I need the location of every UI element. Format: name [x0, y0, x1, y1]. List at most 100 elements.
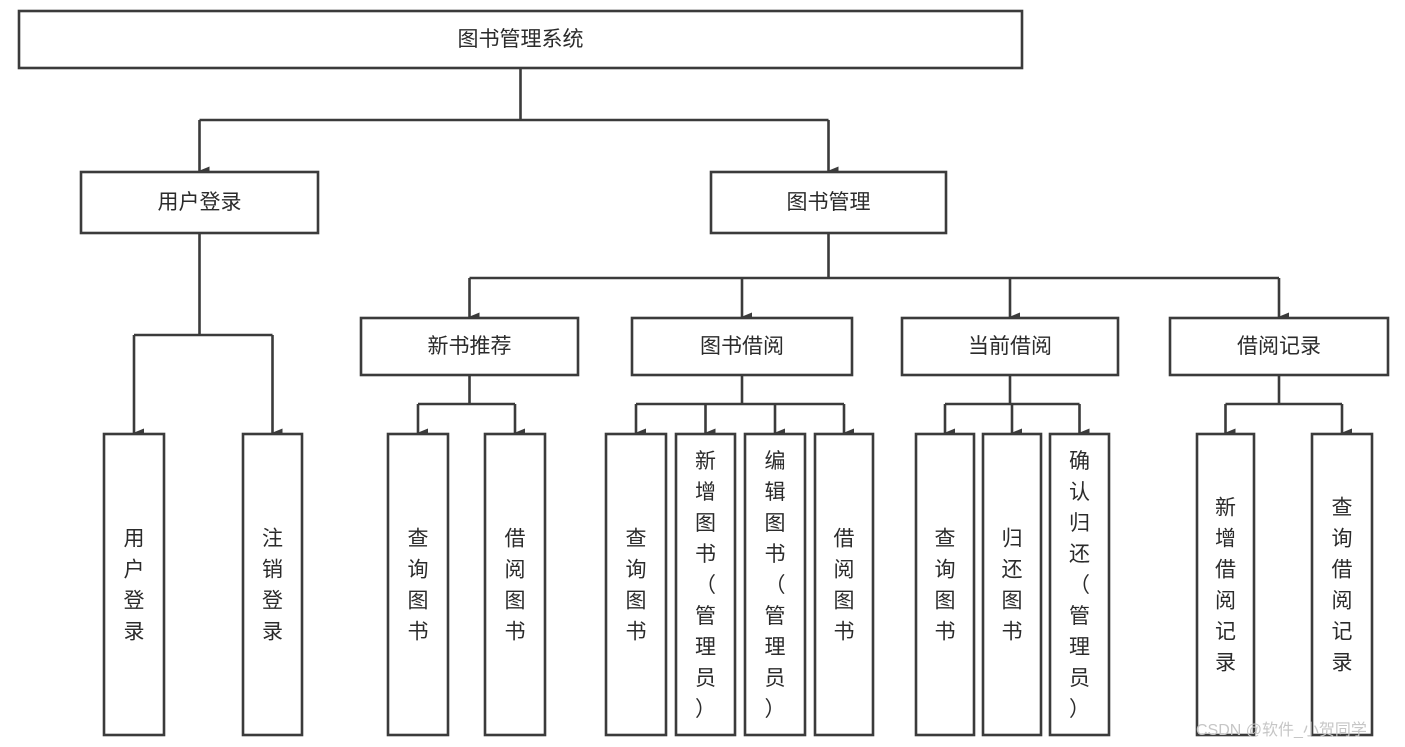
- node-label-l_cu_confirm: 管: [1069, 605, 1090, 628]
- node-box-l_bo_borrow[interactable]: [813, 432, 875, 737]
- node-box-n_current[interactable]: [900, 316, 1120, 377]
- node-n_record[interactable]: 借阅记录: [1168, 316, 1390, 377]
- node-label-l_re_query: 查: [1332, 497, 1353, 520]
- node-n_new_book[interactable]: 新书推荐: [359, 316, 580, 377]
- node-label-l_bo_borrow: 借: [834, 528, 855, 551]
- node-label-l_bo_edit: 理: [765, 636, 786, 659]
- node-label-l_bo_add: 员: [695, 667, 716, 690]
- node-box-l_re_add[interactable]: [1195, 432, 1256, 737]
- node-label-l_bo_edit: ）: [765, 698, 786, 721]
- node-label-l_re_add: 录: [1215, 652, 1236, 675]
- node-box-l_login[interactable]: [102, 432, 166, 737]
- node-label-n_new_book: 新书推荐: [428, 335, 512, 358]
- node-label-l_re_add: 借: [1215, 559, 1236, 582]
- node-label-l_bo_add: 理: [695, 636, 716, 659]
- node-label-l_bo_edit: 员: [765, 667, 786, 690]
- node-n_current[interactable]: 当前借阅: [900, 316, 1120, 377]
- node-box-n_borrow[interactable]: [630, 316, 854, 377]
- csdn-watermark: CSDN @软件_小贺同学: [1196, 722, 1367, 739]
- node-box-l_bo_edit[interactable]: [743, 432, 807, 737]
- node-label-l_bo_add: 图: [695, 512, 716, 535]
- node-label-l_re_add: 阅: [1215, 590, 1236, 613]
- node-n_borrow[interactable]: 图书借阅: [630, 316, 854, 377]
- node-box-l_cu_query[interactable]: [914, 432, 976, 737]
- node-label-l_login: 户: [124, 559, 145, 582]
- node-box-n_book_mgmt[interactable]: [709, 170, 948, 235]
- node-label-l_logout: 录: [262, 621, 283, 644]
- node-box-n_record[interactable]: [1168, 316, 1390, 377]
- node-box-l_bo_add[interactable]: [674, 432, 737, 737]
- node-label-l_re_add: 增: [1215, 528, 1236, 551]
- node-label-l_nb_query: 书: [408, 621, 429, 644]
- node-root[interactable]: 图书管理系统: [17, 9, 1024, 70]
- node-label-l_cu_confirm: 员: [1069, 667, 1090, 690]
- node-label-l_bo_edit: 编: [765, 450, 786, 473]
- node-label-l_bo_query: 书: [626, 621, 647, 644]
- node-label-l_re_query: 录: [1332, 652, 1353, 675]
- node-label-l_cu_confirm: 认: [1069, 481, 1090, 504]
- node-label-l_logout: 注: [262, 528, 283, 551]
- node-l_login[interactable]: 用户登录: [102, 432, 166, 737]
- node-label-l_cu_return: 书: [1002, 621, 1023, 644]
- node-label-l_bo_add: 管: [695, 605, 716, 628]
- node-label-l_bo_add: 增: [695, 481, 716, 504]
- node-label-l_cu_confirm: 确: [1069, 450, 1090, 473]
- node-label-l_cu_query: 询: [935, 559, 956, 582]
- node-label-l_bo_edit: 图: [765, 512, 786, 535]
- node-label-l_login: 录: [124, 621, 145, 644]
- node-box-n_user_login[interactable]: [79, 170, 320, 235]
- node-label-l_logout: 销: [262, 559, 283, 582]
- node-label-l_re_query: 记: [1332, 621, 1353, 644]
- node-label-l_cu_confirm: 理: [1069, 636, 1090, 659]
- node-n_book_mgmt[interactable]: 图书管理: [709, 170, 948, 235]
- node-label-l_login: 用: [124, 528, 145, 551]
- node-n_user_login[interactable]: 用户登录: [79, 170, 320, 235]
- node-label-l_bo_borrow: 书: [834, 621, 855, 644]
- node-label-l_cu_confirm: 归: [1069, 512, 1090, 535]
- node-box-root[interactable]: [17, 9, 1024, 70]
- node-label-l_cu_query: 图: [935, 590, 956, 613]
- node-box-n_new_book[interactable]: [359, 316, 580, 377]
- node-label-l_bo_add: 新: [695, 450, 716, 473]
- node-box-l_cu_confirm[interactable]: [1048, 432, 1111, 737]
- node-label-l_re_add: 记: [1215, 621, 1236, 644]
- node-label-l_bo_borrow: 阅: [834, 559, 855, 582]
- edges-layer: [132, 68, 1352, 438]
- node-label-l_bo_query: 询: [626, 559, 647, 582]
- node-label-l_re_query: 阅: [1332, 590, 1353, 613]
- node-label-l_bo_add: ）: [695, 698, 716, 721]
- node-label-n_current: 当前借阅: [968, 335, 1052, 358]
- node-box-l_cu_return[interactable]: [981, 432, 1043, 737]
- node-box-l_nb_borrow[interactable]: [483, 432, 547, 737]
- node-label-l_cu_return: 图: [1002, 590, 1023, 613]
- node-box-l_nb_query[interactable]: [386, 432, 450, 737]
- node-label-l_re_query: 借: [1332, 559, 1353, 582]
- node-label-l_bo_query: 查: [626, 528, 647, 551]
- node-box-l_re_query[interactable]: [1310, 432, 1374, 737]
- node-label-l_bo_add: 书: [695, 543, 716, 566]
- node-label-l_nb_borrow: 阅: [505, 559, 526, 582]
- node-label-n_borrow: 图书借阅: [700, 335, 784, 358]
- node-label-l_cu_query: 书: [935, 621, 956, 644]
- node-label-l_logout: 登: [262, 590, 283, 613]
- node-box-l_bo_query[interactable]: [604, 432, 668, 737]
- node-box-l_logout[interactable]: [241, 432, 304, 737]
- node-label-l_bo_edit: 书: [765, 543, 786, 566]
- node-label-l_nb_query: 查: [408, 528, 429, 551]
- node-label-l_nb_borrow: 书: [505, 621, 526, 644]
- node-label-n_record: 借阅记录: [1237, 335, 1321, 358]
